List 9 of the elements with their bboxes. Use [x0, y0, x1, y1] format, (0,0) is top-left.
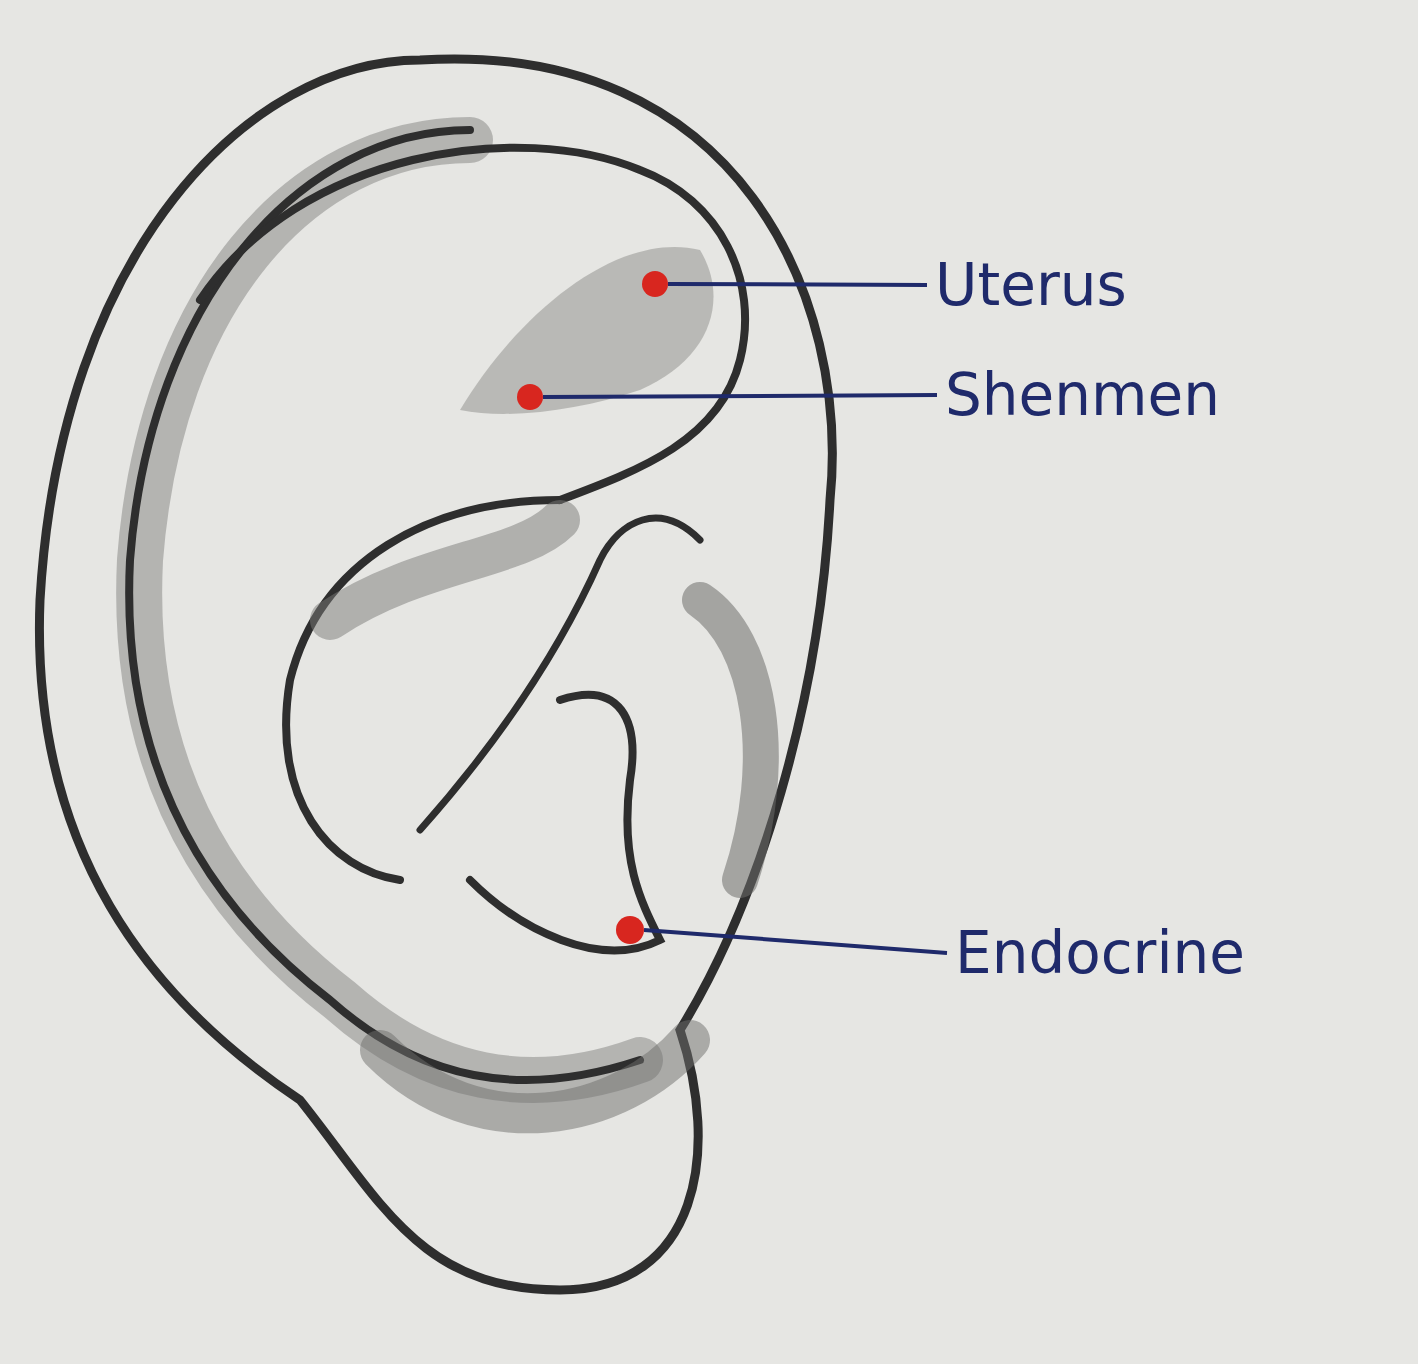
leader-line	[668, 282, 927, 287]
acupoint-dot	[517, 384, 543, 410]
leader-line	[643, 928, 948, 955]
point-label: Endocrine	[955, 918, 1385, 988]
acupoint-dot	[642, 271, 668, 297]
point-label: Uterus	[935, 250, 1185, 320]
acupoint-dot	[616, 916, 644, 944]
leader-line	[543, 393, 937, 399]
point-label: Shenmen	[945, 360, 1275, 430]
